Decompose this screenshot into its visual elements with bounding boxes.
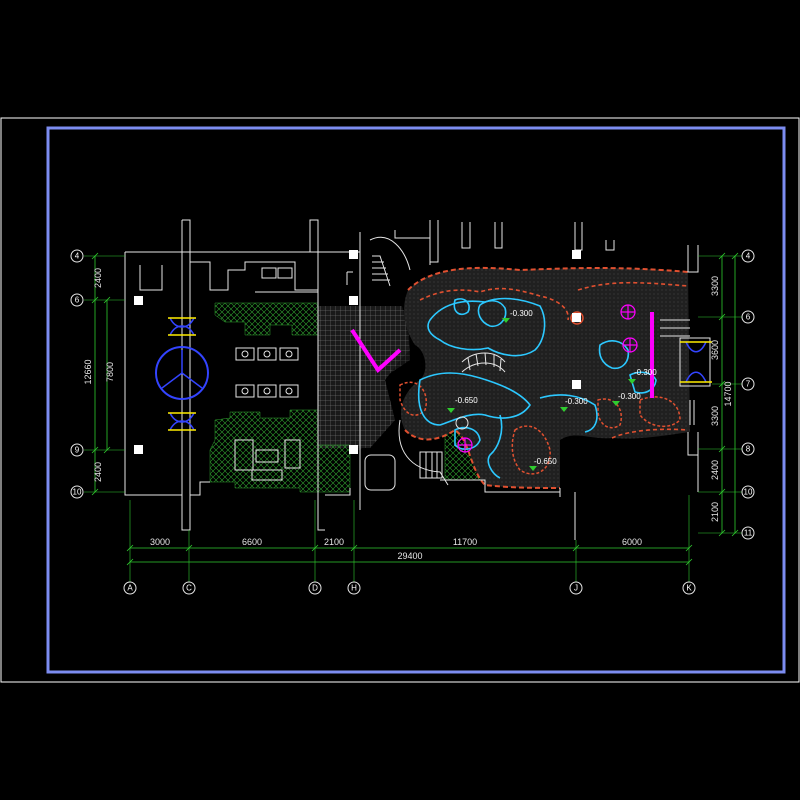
dim-total-label: 14700 [723, 381, 733, 406]
axis-bubble-column: A [123, 581, 137, 595]
dim-label: 2400 [93, 268, 103, 288]
svg-text:A: A [127, 584, 133, 593]
level-label: -0.300 [634, 368, 657, 377]
dim-label: 3600 [710, 340, 720, 360]
dim-label: 7800 [105, 362, 115, 382]
svg-text:D: D [312, 584, 318, 593]
column-markers [134, 250, 581, 454]
svg-text:C: C [186, 584, 192, 593]
dim-label: 2100 [324, 537, 344, 547]
axis-bubble-column: K [682, 581, 696, 595]
building-walls [124, 219, 699, 540]
axis-bubble-row: 9 [70, 443, 84, 457]
svg-text:K: K [686, 584, 692, 593]
stone-bridge [461, 352, 506, 373]
axis-bubble-row: 10 [741, 485, 755, 499]
axis-bubble-row: 6 [741, 310, 755, 324]
plant-symbols [457, 304, 638, 453]
tree-symbol [455, 416, 469, 430]
svg-text:4: 4 [746, 252, 751, 261]
level-marks: -0.300 -0.650 -0.300 -0.300 -0.300 -0.65… [447, 309, 657, 471]
dim-label: 11700 [453, 537, 477, 547]
water-edges [418, 297, 657, 479]
level-label: -0.300 [618, 392, 641, 401]
rockery-zone [399, 266, 690, 489]
svg-text:H: H [351, 584, 357, 593]
axis-bubble-row: 7 [741, 377, 755, 391]
right-pavilion [660, 319, 712, 425]
fountain [155, 317, 209, 431]
svg-text:10: 10 [744, 488, 753, 497]
svg-text:6: 6 [746, 313, 751, 322]
level-label: -0.650 [455, 396, 478, 405]
svg-text:11: 11 [744, 529, 753, 538]
level-label: -0.300 [565, 397, 588, 406]
dim-label: 2400 [710, 460, 720, 480]
svg-text:9: 9 [75, 446, 80, 455]
svg-text:7: 7 [746, 380, 751, 389]
bottom-dimensions [126, 544, 693, 566]
tree-symbol [570, 311, 584, 325]
axis-bubble-column: C [182, 581, 196, 595]
dim-total-label: 29400 [397, 551, 422, 561]
entry-stair [346, 236, 411, 287]
outer-frame [0, 117, 800, 683]
axis-bubble-column: J [569, 581, 583, 595]
svg-text:J: J [574, 584, 578, 593]
svg-text:10: 10 [73, 488, 82, 497]
svg-text:4: 4 [75, 252, 80, 261]
svg-text:6: 6 [75, 296, 80, 305]
left-dimensions [91, 252, 111, 496]
axis-bubble-row: 10 [70, 485, 84, 499]
axis-bubble-row: 8 [741, 442, 755, 456]
axis-bubble-row: 4 [70, 249, 84, 263]
svg-text:8: 8 [746, 445, 751, 454]
axis-bubble-row: 6 [70, 293, 84, 307]
garden-path [398, 419, 449, 486]
level-label: -0.300 [510, 309, 533, 318]
terrace-furniture [234, 347, 301, 481]
feature-walls [350, 312, 654, 398]
axis-bubble-column: D [308, 581, 322, 595]
axis-bubbles: A C D H J K 4 6 9 10 4 [70, 249, 755, 595]
level-label: -0.650 [534, 457, 557, 466]
axis-bubble-row: 11 [741, 526, 755, 540]
dim-label: 3000 [150, 537, 170, 547]
dim-label: 3300 [710, 406, 720, 426]
dim-label: 2100 [710, 502, 720, 522]
axis-bubble-row: 4 [741, 249, 755, 263]
dim-label: 6600 [242, 537, 262, 547]
dim-label: 3300 [710, 276, 720, 296]
right-dimensions [718, 252, 739, 537]
axis-bubble-column: H [347, 581, 361, 595]
dim-total-label: 12660 [83, 359, 93, 384]
dim-label: 6000 [622, 537, 642, 547]
inner-frame [46, 126, 786, 674]
dim-label: 2400 [93, 462, 103, 482]
